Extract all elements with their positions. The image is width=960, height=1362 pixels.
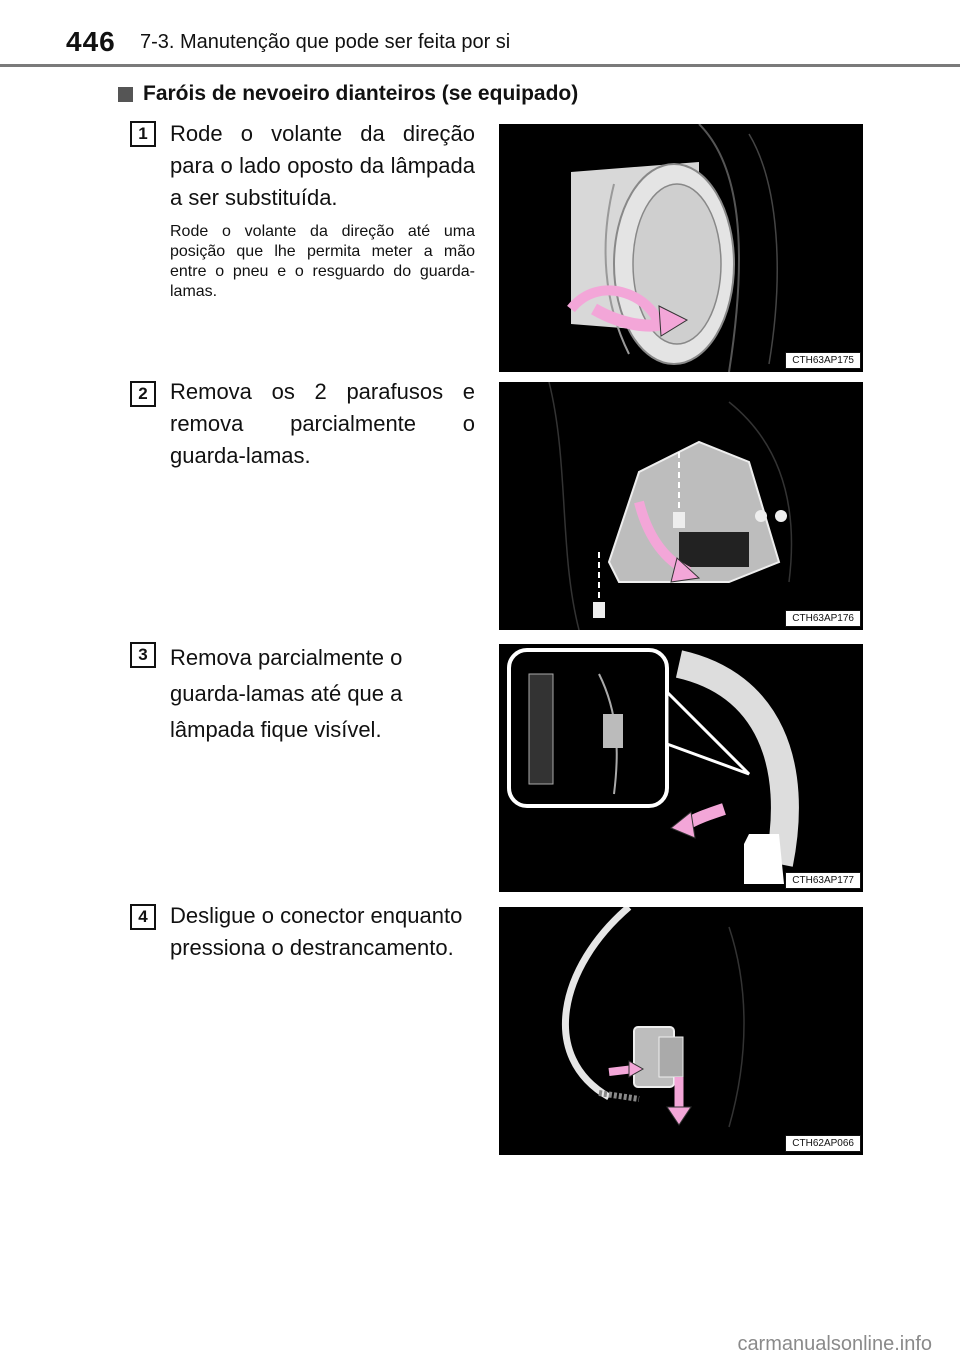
step-1-note: Rode o volante da direção até uma posiçã…: [170, 223, 475, 300]
step-1-badge: 1: [130, 121, 156, 147]
square-bullet-icon: [118, 86, 133, 102]
subheading: Faróis de nevoeiro dianteiros (se equipa…: [118, 82, 578, 106]
figure-code: CTH63AP175: [785, 352, 861, 369]
lamp-access-illustration: [507, 648, 799, 884]
page-number: 446: [66, 26, 116, 57]
subheading-text: Faróis de nevoeiro dianteiros (se equipa…: [143, 82, 579, 105]
section-header: 7-3. Manutenção que pode ser feita por s…: [140, 31, 511, 53]
figure-step-4: CTH62AP066: [499, 907, 863, 1155]
watermark: carmanualsonline.info: [737, 1333, 932, 1355]
step-4-text: Desligue o conector enquanto pressiona o…: [170, 903, 463, 960]
figure-step-1: CTH63AP175: [499, 124, 863, 372]
step-3-text: Remova parcialmente o guarda-lamas até q…: [170, 645, 403, 742]
figure-code: CTH63AP177: [785, 872, 861, 889]
figure-step-2: CTH63AP176: [499, 382, 863, 630]
figure-code: CTH62AP066: [785, 1135, 861, 1152]
figure-step-3: CTH63AP177: [499, 644, 863, 892]
step-1-text: Rode o volante da direção para o lado op…: [170, 121, 475, 210]
step-4-badge: 4: [130, 904, 156, 930]
connector-release-illustration: [562, 907, 745, 1128]
figure-code: CTH63AP176: [785, 610, 861, 627]
step-2-badge: 2: [130, 381, 156, 407]
fender-screws-illustration: [548, 382, 793, 630]
step-3-badge: 3: [130, 642, 156, 668]
tire-turn-illustration: [567, 124, 778, 372]
header-rule: [0, 64, 960, 67]
step-2-text: Remova os 2 parafusos e remova parcialme…: [170, 379, 475, 468]
